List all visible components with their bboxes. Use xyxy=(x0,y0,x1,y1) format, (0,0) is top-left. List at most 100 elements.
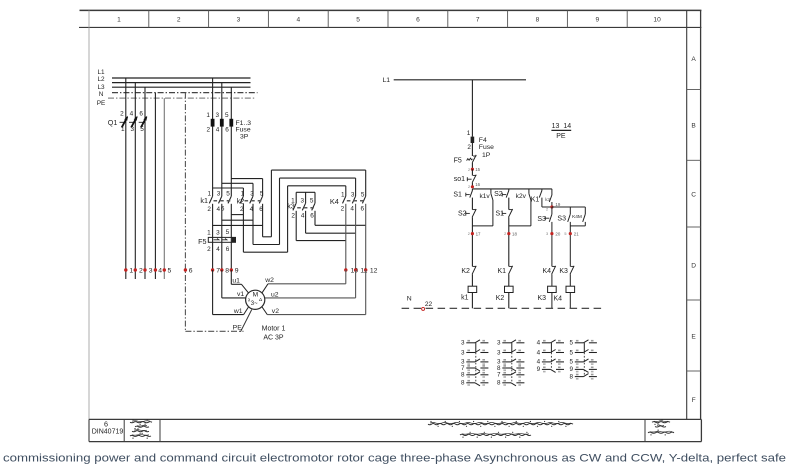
svg-text:5: 5 xyxy=(570,349,574,356)
svg-text:F5: F5 xyxy=(198,237,206,246)
svg-text:L1: L1 xyxy=(383,77,391,84)
svg-text:5: 5 xyxy=(225,112,229,119)
svg-text:k3: k3 xyxy=(545,197,550,202)
svg-text:u2: u2 xyxy=(271,291,279,298)
svg-text:Q1: Q1 xyxy=(108,118,118,127)
svg-text:3: 3 xyxy=(461,340,465,347)
svg-text:19: 19 xyxy=(555,202,560,207)
svg-text:7: 7 xyxy=(497,372,501,379)
svg-text:5: 5 xyxy=(226,190,230,197)
svg-text:2: 2 xyxy=(291,213,295,220)
svg-text:3~: 3~ xyxy=(251,301,258,307)
svg-text:2: 2 xyxy=(468,168,470,172)
svg-text:Motor 1: Motor 1 xyxy=(262,325,286,332)
svg-text:4: 4 xyxy=(217,206,221,213)
svg-text:2: 2 xyxy=(207,127,211,134)
svg-text:5: 5 xyxy=(564,232,566,236)
svg-text:4: 4 xyxy=(537,359,541,366)
svg-text:v2: v2 xyxy=(272,308,279,315)
svg-text:13 14: 13 14 xyxy=(552,123,572,130)
svg-text:N: N xyxy=(99,91,104,98)
svg-text:K4: K4 xyxy=(330,197,339,206)
svg-text:S2: S2 xyxy=(494,191,503,198)
svg-text:F4: F4 xyxy=(479,137,487,144)
svg-text:F5: F5 xyxy=(454,157,462,164)
svg-text:16: 16 xyxy=(475,182,480,187)
svg-text:K4: K4 xyxy=(543,268,552,275)
svg-text:2: 2 xyxy=(341,206,345,213)
svg-text:D: D xyxy=(691,263,696,270)
svg-text:L1: L1 xyxy=(97,69,105,76)
svg-text:k1: k1 xyxy=(200,196,208,205)
svg-text:PE: PE xyxy=(233,325,243,332)
svg-text:DIN40719: DIN40719 xyxy=(92,429,124,436)
svg-text:5: 5 xyxy=(570,359,574,366)
svg-text:8: 8 xyxy=(536,17,540,24)
svg-text:3: 3 xyxy=(301,197,305,204)
svg-text:8: 8 xyxy=(497,365,501,372)
svg-text:K1: K1 xyxy=(531,196,540,203)
svg-text:3: 3 xyxy=(237,17,241,24)
svg-text:18: 18 xyxy=(512,232,517,237)
svg-text:4: 4 xyxy=(250,206,254,213)
svg-text:3: 3 xyxy=(216,112,220,119)
svg-text:K1: K1 xyxy=(498,268,507,275)
svg-text:E: E xyxy=(691,333,696,340)
svg-text:w1: w1 xyxy=(233,308,243,315)
svg-text:10: 10 xyxy=(653,17,661,24)
svg-text:5: 5 xyxy=(310,197,314,204)
svg-text:20: 20 xyxy=(555,231,560,236)
svg-text:1: 1 xyxy=(241,190,245,197)
svg-text:9: 9 xyxy=(595,17,599,24)
svg-text:S1: S1 xyxy=(453,191,462,198)
svg-text:1: 1 xyxy=(341,191,345,198)
svg-text:2: 2 xyxy=(177,17,181,24)
svg-text:5: 5 xyxy=(361,191,365,198)
svg-text:1: 1 xyxy=(291,197,295,204)
svg-text:λ: λ xyxy=(248,297,251,302)
svg-text:8: 8 xyxy=(225,268,229,275)
svg-text:6: 6 xyxy=(259,206,263,213)
svg-text:3: 3 xyxy=(461,349,465,356)
svg-text:3: 3 xyxy=(461,359,465,366)
svg-text:AC 3P: AC 3P xyxy=(263,335,284,342)
svg-text:12: 12 xyxy=(370,268,378,275)
svg-text:5: 5 xyxy=(260,190,264,197)
svg-text:2: 2 xyxy=(207,246,211,253)
svg-text:PE: PE xyxy=(97,100,106,107)
svg-text:3: 3 xyxy=(497,349,501,356)
svg-text:4: 4 xyxy=(158,268,162,275)
svg-text:w2: w2 xyxy=(264,277,274,284)
svg-text:1: 1 xyxy=(129,268,133,275)
svg-text:5: 5 xyxy=(140,126,144,133)
svg-text:1: 1 xyxy=(467,130,471,137)
svg-text:8: 8 xyxy=(570,373,574,380)
svg-text:7: 7 xyxy=(476,17,480,24)
svg-text:commissioning power and comman: commissioning power and command circuit … xyxy=(3,452,786,464)
svg-text:6: 6 xyxy=(416,17,420,24)
svg-text:S2: S2 xyxy=(458,210,467,217)
svg-text:6: 6 xyxy=(225,127,229,134)
svg-text:PE: PE xyxy=(556,133,566,140)
svg-text:1: 1 xyxy=(207,230,211,237)
svg-text:4: 4 xyxy=(350,206,354,213)
svg-text:F1..3: F1..3 xyxy=(236,120,252,127)
svg-text:2: 2 xyxy=(467,144,471,151)
svg-text:k3: k3 xyxy=(287,202,295,211)
svg-text:9: 9 xyxy=(537,366,541,373)
svg-text:v1: v1 xyxy=(237,291,244,298)
svg-text:k2: k2 xyxy=(237,196,245,205)
svg-text:3: 3 xyxy=(217,190,221,197)
svg-text:2: 2 xyxy=(468,185,470,189)
svg-text:7: 7 xyxy=(216,268,220,275)
svg-text:4: 4 xyxy=(301,213,305,220)
svg-text:B: B xyxy=(691,123,696,130)
svg-text:9: 9 xyxy=(570,366,574,373)
svg-text:N: N xyxy=(407,295,412,302)
svg-text:6: 6 xyxy=(221,206,225,213)
svg-text:5: 5 xyxy=(356,17,360,24)
svg-text:1P: 1P xyxy=(482,152,491,159)
svg-text:2: 2 xyxy=(468,232,470,236)
svg-text:3: 3 xyxy=(497,340,501,347)
svg-text:S3: S3 xyxy=(537,216,546,223)
